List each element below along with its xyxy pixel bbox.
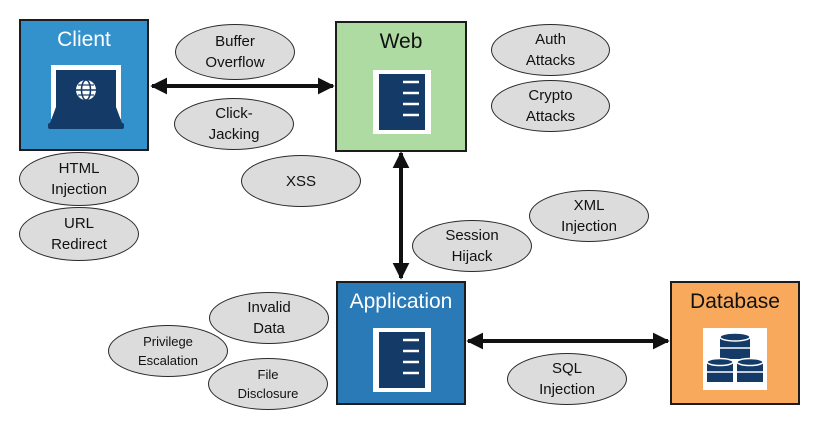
web-node: Web	[335, 21, 467, 152]
url-redirect-line-2: Redirect	[51, 236, 107, 253]
xml-injection-ellipse: XML Injection	[529, 190, 649, 242]
application-label: Application	[349, 290, 453, 313]
xss-ellipse: XSS	[241, 155, 361, 207]
crypto-attacks-line-1: Crypto	[528, 87, 573, 104]
session-hijack-line-2: Hijack	[451, 248, 493, 265]
url-redirect-ellipse: URL Redirect	[19, 207, 139, 261]
invalid-data-ellipse: Invalid Data	[209, 292, 329, 344]
html-injection-line-1: HTML	[58, 160, 100, 177]
buffer-overflow-ellipse: Buffer Overflow	[175, 24, 295, 80]
xml-injection-line-2: Injection	[561, 218, 617, 235]
buffer-overflow-line-1: Buffer	[215, 33, 255, 50]
click-jacking-line-2: Jacking	[208, 126, 260, 143]
file-disclosure-ellipse: File Disclosure	[208, 358, 328, 410]
file-disclosure-line-2: Disclosure	[237, 386, 299, 401]
application-node: Application	[336, 281, 466, 405]
html-injection-ellipse: HTML Injection	[19, 152, 139, 206]
auth-attacks-line-1: Auth	[535, 31, 566, 48]
crypto-attacks-line-2: Attacks	[525, 108, 576, 125]
server-icon	[373, 328, 431, 392]
crypto-attacks-ellipse: Crypto Attacks	[491, 80, 610, 132]
xml-injection-line-1: XML	[573, 197, 605, 214]
server-icon	[373, 70, 431, 134]
auth-attacks-line-2: Attacks	[525, 52, 576, 69]
click-jacking-ellipse: Click- Jacking	[174, 98, 294, 150]
database-label: Database	[690, 290, 780, 313]
privilege-escalation-line-1: Privilege	[143, 334, 193, 349]
buffer-overflow-line-2: Overflow	[205, 54, 265, 71]
sql-injection-line-1: SQL	[551, 360, 582, 377]
sql-injection-line-2: Injection	[539, 381, 595, 398]
database-icon	[703, 328, 767, 390]
auth-attacks-ellipse: Auth Attacks	[491, 24, 610, 76]
click-jacking-line-1: Click-	[215, 105, 253, 122]
web-label: Web	[379, 30, 423, 53]
database-node: Database	[670, 281, 800, 405]
url-redirect-line-1: URL	[63, 215, 94, 232]
client-node: Client	[19, 19, 149, 151]
client-label: Client	[57, 28, 111, 51]
html-injection-line-2: Injection	[51, 181, 107, 198]
file-disclosure-line-1: File	[257, 367, 279, 382]
sql-injection-ellipse: SQL Injection	[507, 353, 627, 405]
session-hijack-ellipse: Session Hijack	[412, 220, 532, 272]
invalid-data-line-1: Invalid	[247, 299, 291, 316]
privilege-escalation-ellipse: Privilege Escalation	[108, 325, 228, 377]
session-hijack-line-1: Session	[445, 227, 499, 244]
laptop-globe-icon	[48, 65, 124, 129]
privilege-escalation-line-2: Escalation	[138, 353, 198, 368]
invalid-data-line-2: Data	[253, 320, 285, 337]
xss-label: XSS	[285, 172, 316, 190]
